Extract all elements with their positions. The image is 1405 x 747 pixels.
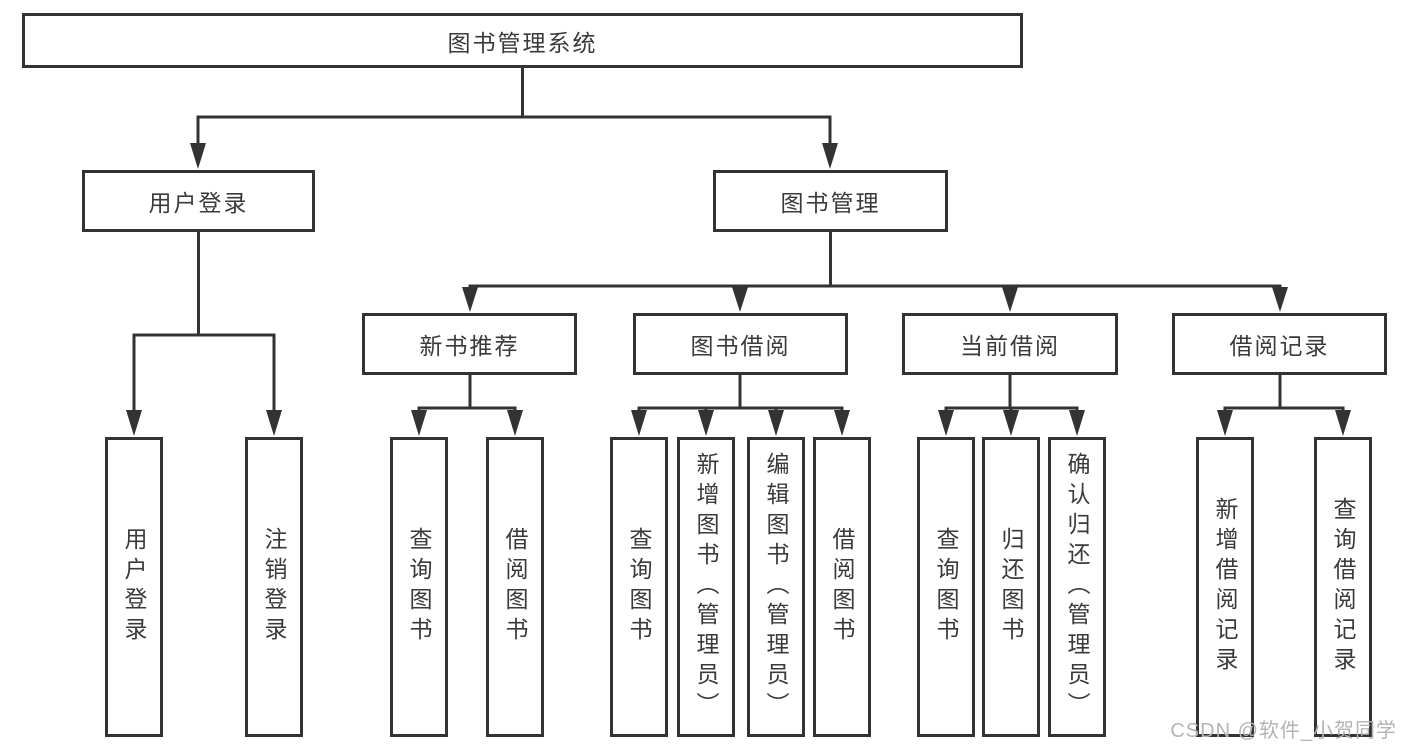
node-label: 查询图书 [933, 527, 959, 647]
node-label: 查询图书 [626, 527, 652, 647]
node-label: 查询图书 [406, 527, 432, 647]
leaf-current-query-books: 查询图书 [917, 437, 975, 737]
leaf-add-books-admin: 新增图书（管理员） [677, 437, 735, 737]
node-label: 确认归还（管理员） [1064, 452, 1090, 722]
node-label: 编辑图书（管理员） [763, 452, 789, 722]
leaf-confirm-return-admin: 确认归还（管理员） [1048, 437, 1106, 737]
node-label: 注销登录 [261, 527, 287, 647]
leaf-borrow-books: 借阅图书 [813, 437, 871, 737]
node-current-borrowing: 当前借阅 [902, 313, 1118, 375]
leaf-add-borrow-record: 新增借阅记录 [1196, 437, 1254, 737]
node-book-management: 图书管理 [713, 170, 948, 232]
csdn-watermark: CSDN @软件_小贺同学 [1170, 720, 1397, 742]
node-label: 新书推荐 [419, 333, 520, 359]
leaf-recommend-borrow-books: 借阅图书 [486, 437, 544, 737]
leaf-user-login: 用户登录 [105, 437, 163, 737]
connector-recommend-to-leaves [417, 375, 517, 411]
node-label: 新增借阅记录 [1212, 497, 1238, 677]
leaf-query-borrow-record: 查询借阅记录 [1314, 437, 1372, 737]
node-borrowing-records: 借阅记录 [1172, 313, 1387, 375]
connector-borrow-to-leaves [637, 375, 844, 411]
node-user-login: 用户登录 [82, 170, 315, 232]
node-label: 图书管理 [780, 190, 881, 216]
connector-mgmt-to-level3 [468, 232, 1282, 288]
node-label: 借阅图书 [829, 527, 855, 647]
node-label: 用户登录 [121, 527, 147, 647]
connector-root-to-level2 [196, 68, 832, 144]
node-label: 图书借阅 [690, 333, 791, 359]
node-book-borrowing: 图书借阅 [633, 313, 848, 375]
leaf-borrow-query-books: 查询图书 [610, 437, 668, 737]
connector-current-to-leaves [944, 375, 1079, 411]
node-new-book-recommend: 新书推荐 [362, 313, 577, 375]
node-label: 当前借阅 [960, 333, 1060, 359]
node-label: 查询借阅记录 [1330, 497, 1356, 677]
node-label: 用户登录 [148, 190, 249, 216]
node-label: 新增图书（管理员） [693, 452, 719, 722]
leaf-recommend-query-books: 查询图书 [390, 437, 448, 737]
node-label: 图书管理系统 [447, 29, 598, 56]
node-label: 借阅图书 [502, 527, 528, 647]
leaf-edit-books-admin: 编辑图书（管理员） [747, 437, 805, 737]
node-label: 借阅记录 [1229, 333, 1330, 359]
connector-login-to-leaves [132, 232, 276, 411]
node-library-system-root: 图书管理系统 [22, 13, 1023, 68]
leaf-return-books: 归还图书 [982, 437, 1040, 737]
connector-records-to-leaves [1223, 375, 1345, 411]
node-label: 归还图书 [998, 527, 1024, 647]
arrowheads [126, 143, 1351, 436]
leaf-logout: 注销登录 [245, 437, 303, 737]
